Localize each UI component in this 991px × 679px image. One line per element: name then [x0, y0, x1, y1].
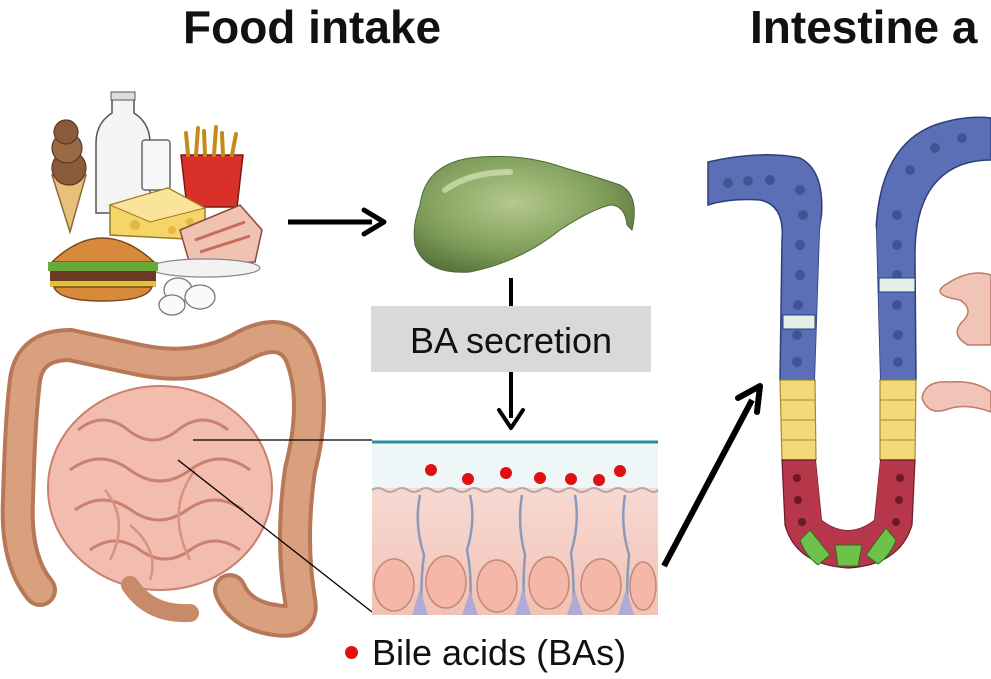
- bile-acid-dot: [500, 467, 512, 479]
- food-illustration-icon: [48, 91, 263, 316]
- intestine-title: Intestine a: [750, 1, 978, 53]
- legend-label: Bile acids (BAs): [372, 632, 627, 673]
- bile-acid-dot: [462, 473, 474, 485]
- epithelium-section: [371, 440, 659, 616]
- intestine-illustration-icon: [0, 320, 326, 638]
- gallbladder-icon: [413, 155, 635, 273]
- bile-acid-dot: [565, 473, 577, 485]
- intestinal-crypt-icon: [707, 116, 991, 569]
- legend: Bile acids (BAs): [345, 632, 626, 674]
- ba-secretion-box: BA secretion: [371, 306, 651, 372]
- bile-acid-dot: [425, 464, 437, 476]
- bile-acid-dot: [534, 472, 546, 484]
- arrow-to-gallbladder: [288, 207, 387, 237]
- food-intake-title: Food intake: [183, 1, 442, 53]
- zoom-lines: [177, 439, 373, 613]
- arrow-to-epithelium: [497, 372, 525, 430]
- bile-acid-dot: [593, 474, 605, 486]
- bile-acid-dot: [614, 465, 626, 477]
- bile-acid-marker-icon: [345, 645, 358, 659]
- bile-acid-dots: [425, 464, 626, 486]
- ba-secretion-label: BA secretion: [409, 320, 613, 361]
- arrow-to-intestine: [661, 383, 763, 568]
